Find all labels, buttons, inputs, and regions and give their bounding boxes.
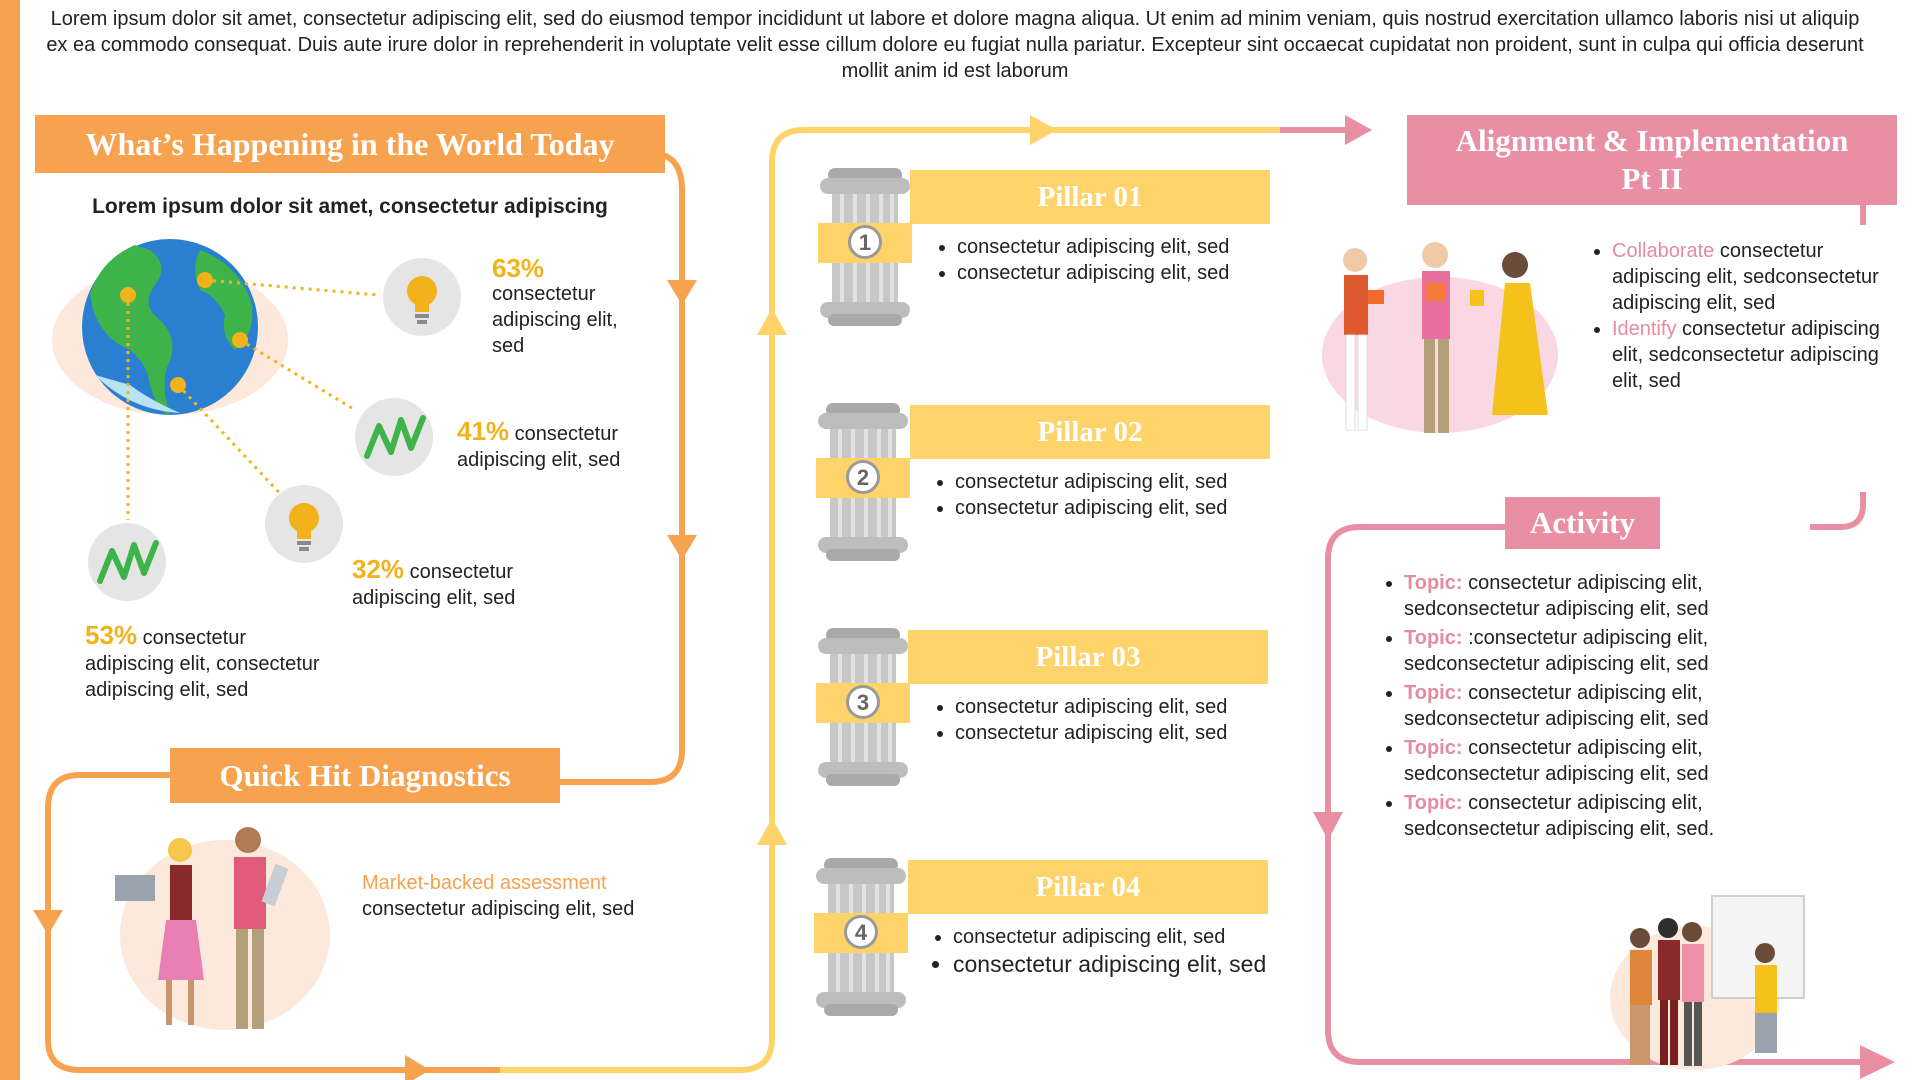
- diagnostics-text: consectetur adipiscing elit, sed: [362, 898, 635, 920]
- arrow-up-icon: [757, 308, 787, 335]
- arrow-down-icon: [1313, 812, 1343, 840]
- stat-percent: 32%: [352, 554, 405, 584]
- lightbulb-icon: [383, 258, 461, 336]
- activity-item: Topic: consectetur adipiscing elit, sedc…: [1404, 680, 1804, 732]
- alignment-item: Collaborate consectetur adipiscing elit,…: [1612, 238, 1912, 316]
- stat-item: 41% consectetur adipiscing elit, sed: [457, 418, 657, 473]
- diagnostics-description: Market-backed assessment consectetur adi…: [362, 870, 672, 922]
- diagnostics-section-title: Quick Hit Diagnostics: [170, 748, 560, 803]
- activity-topic-text: :consectetur adipiscing elit, sedconsect…: [1404, 627, 1709, 675]
- presentation-team-illustration: [1610, 895, 1805, 1070]
- trend-zigzag-icon: [355, 398, 433, 476]
- column-icon: [816, 403, 910, 561]
- stat-percent: 63%: [492, 253, 545, 283]
- activity-item: Topic: consectetur adipiscing elit, sedc…: [1404, 570, 1804, 622]
- activity-topic-text: consectetur adipiscing elit, sedconsecte…: [1404, 682, 1709, 730]
- stat-text: consectetur adipiscing elit, consectetur…: [85, 627, 320, 701]
- pillar-bullet: consectetur adipiscing elit, sed: [957, 234, 1267, 260]
- activity-section-title: Activity: [1505, 497, 1660, 549]
- world-subtitle: Lorem ipsum dolor sit amet, consectetur …: [92, 195, 608, 218]
- stat-text: consectetur adipiscing elit, sed: [352, 561, 516, 609]
- activity-topic-label: Topic:: [1404, 572, 1463, 594]
- alignment-title-line2: Pt II: [1621, 161, 1683, 196]
- stat-item: 63% consectetur adipiscing elit, sed: [492, 255, 652, 359]
- activity-list: Topic: consectetur adipiscing elit, sedc…: [1382, 570, 1804, 842]
- diagnostics-highlight: Market-backed assessment: [362, 872, 607, 894]
- pillar-bullet: consectetur adipiscing elit, sed: [957, 260, 1267, 286]
- pillar-bullet: consectetur adipiscing elit, sed: [955, 495, 1265, 521]
- pillar-bullets: consectetur adipiscing elit, sed consect…: [935, 234, 1267, 286]
- pillar-title: Pillar 03: [908, 630, 1268, 684]
- alignment-item: Identify consectetur adipiscing elit, se…: [1612, 316, 1912, 394]
- activity-topic-text: consectetur adipiscing elit, sedconsecte…: [1404, 792, 1715, 840]
- stat-percent: 53%: [85, 620, 138, 650]
- stat-percent: 41%: [457, 416, 510, 446]
- arrow-right-icon: [1860, 1045, 1895, 1079]
- pillar-number-badge: 4: [844, 915, 878, 949]
- arrow-down-icon: [667, 280, 697, 305]
- pillar-bullets: consectetur adipiscing elit, sed consect…: [933, 469, 1265, 521]
- world-section-title: What’s Happening in the World Today: [35, 115, 665, 173]
- activity-topic-text: consectetur adipiscing elit, sedconsecte…: [1404, 737, 1709, 785]
- arrow-up-icon: [757, 818, 787, 845]
- lightbulb-icon: [265, 485, 343, 563]
- arrow-right-icon: [1030, 115, 1057, 145]
- arrow-right-icon: [1345, 115, 1372, 145]
- pillar-card: 4 Pillar 04 consectetur adipiscing elit,…: [806, 858, 1268, 1028]
- pillar-bullet: consectetur adipiscing elit, sed: [955, 694, 1265, 720]
- people-laptop-illustration: [115, 827, 330, 1030]
- pillar-title: Pillar 02: [910, 405, 1270, 459]
- pillar-bullet: consectetur adipiscing elit, sed: [953, 924, 1273, 950]
- pillar-bullet: consectetur adipiscing elit, sed: [953, 950, 1273, 979]
- arrow-down-icon: [667, 535, 697, 560]
- activity-topic-label: Topic:: [1404, 792, 1463, 814]
- pillar-number-badge: 3: [846, 685, 880, 719]
- activity-topic-label: Topic:: [1404, 682, 1463, 704]
- stat-item: 53% consectetur adipiscing elit, consect…: [85, 622, 325, 703]
- activity-topic-text: consectetur adipiscing elit, sedconsecte…: [1404, 572, 1709, 620]
- activity-item: Topic: :consectetur adipiscing elit, sed…: [1404, 625, 1804, 677]
- activity-item: Topic: consectetur adipiscing elit, sedc…: [1404, 735, 1804, 787]
- pillar-card: 3 Pillar 03 consectetur adipiscing elit,…: [808, 628, 1268, 788]
- arrow-down-icon: [33, 910, 63, 935]
- pillar-bullets: consectetur adipiscing elit, sed consect…: [931, 924, 1273, 979]
- alignment-section-title: Alignment & Implementation Pt II: [1407, 115, 1897, 205]
- pillar-number-badge: 2: [846, 460, 880, 494]
- pillar-title: Pillar 04: [908, 860, 1268, 914]
- pillar-title: Pillar 01: [910, 170, 1270, 224]
- alignment-item-text: consectetur adipiscing elit, sedconsecte…: [1612, 240, 1879, 314]
- alignment-item-highlight: Collaborate: [1612, 240, 1715, 262]
- globe-illustration: [52, 239, 288, 415]
- activity-topic-label: Topic:: [1404, 737, 1463, 759]
- alignment-item-text: consectetur adipiscing elit, sedconsecte…: [1612, 318, 1880, 392]
- stat-text: consectetur adipiscing elit, sed: [492, 283, 618, 357]
- orange-flow-line-right: [560, 150, 685, 785]
- activity-topic-label: Topic:: [1404, 627, 1463, 649]
- pink-flow-line-activity: [1325, 524, 1860, 1065]
- pillar-bullet: consectetur adipiscing elit, sed: [955, 720, 1265, 746]
- stat-item: 32% consectetur adipiscing elit, sed: [352, 556, 552, 611]
- trend-zigzag-icon: [88, 523, 166, 601]
- pink-flow-line-activity-right: [1810, 492, 1866, 530]
- stat-text: consectetur adipiscing elit, sed: [457, 423, 621, 471]
- yellow-flow-line: [500, 127, 1280, 1073]
- pillar-bullets: consectetur adipiscing elit, sed consect…: [933, 694, 1265, 746]
- arrow-right-icon: [405, 1055, 430, 1080]
- left-accent-bar: [0, 0, 20, 1080]
- pillar-bullet: consectetur adipiscing elit, sed: [955, 469, 1265, 495]
- pillar-number-badge: 1: [848, 225, 882, 259]
- alignment-item-highlight: Identify: [1612, 318, 1677, 340]
- alignment-title-line1: Alignment & Implementation: [1455, 123, 1849, 158]
- pillar-card: 1 Pillar 01 consectetur adipiscing elit,…: [810, 168, 1270, 328]
- people-exchanging-gifts-illustration: [1322, 242, 1558, 433]
- pillar-card: 2 Pillar 02 consectetur adipiscing elit,…: [808, 403, 1270, 563]
- intro-paragraph: Lorem ipsum dolor sit amet, consectetur …: [46, 8, 1864, 82]
- alignment-list: Collaborate consectetur adipiscing elit,…: [1590, 238, 1912, 394]
- activity-item: Topic: consectetur adipiscing elit, sedc…: [1404, 790, 1804, 842]
